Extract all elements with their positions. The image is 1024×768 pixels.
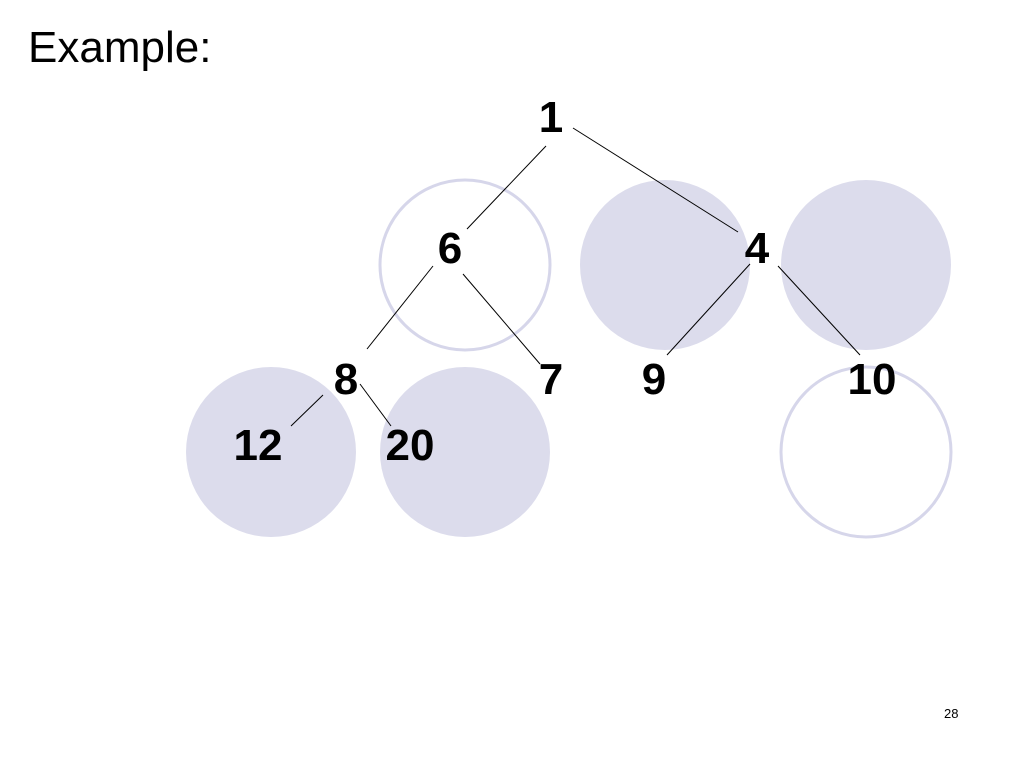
edge-1-4 xyxy=(572,127,739,233)
node-7: 7 xyxy=(539,355,563,404)
edge-6-8 xyxy=(366,265,434,350)
edge-4-10 xyxy=(777,265,861,356)
edge-6-7 xyxy=(462,273,541,365)
highlight-circles xyxy=(186,178,953,539)
node-12: 12 xyxy=(234,421,283,470)
highlight-circle-outline-6 xyxy=(378,178,552,352)
node-10: 10 xyxy=(848,355,897,404)
node-6: 6 xyxy=(438,224,462,273)
highlight-circle-filled-4-right xyxy=(781,180,951,350)
page-number: 28 xyxy=(944,706,959,721)
slide-title: Example: xyxy=(28,23,212,72)
edge-8-12 xyxy=(290,394,324,427)
highlight-circle-filled-20 xyxy=(380,367,550,537)
highlight-circle-filled-12 xyxy=(186,367,356,537)
tree-edges xyxy=(290,127,861,427)
node-20: 20 xyxy=(386,421,435,470)
node-1: 1 xyxy=(539,93,563,142)
node-8: 8 xyxy=(334,355,358,404)
edge-8-20 xyxy=(359,383,392,427)
node-4: 4 xyxy=(745,224,770,273)
edge-1-6 xyxy=(466,145,547,230)
edge-4-9 xyxy=(666,263,751,356)
node-9: 9 xyxy=(642,355,666,404)
highlight-circle-filled-4-left xyxy=(580,180,750,350)
highlight-circle-outline-10 xyxy=(779,365,953,539)
tree-nodes: 1 6 4 8 7 9 10 12 20 xyxy=(234,93,897,470)
